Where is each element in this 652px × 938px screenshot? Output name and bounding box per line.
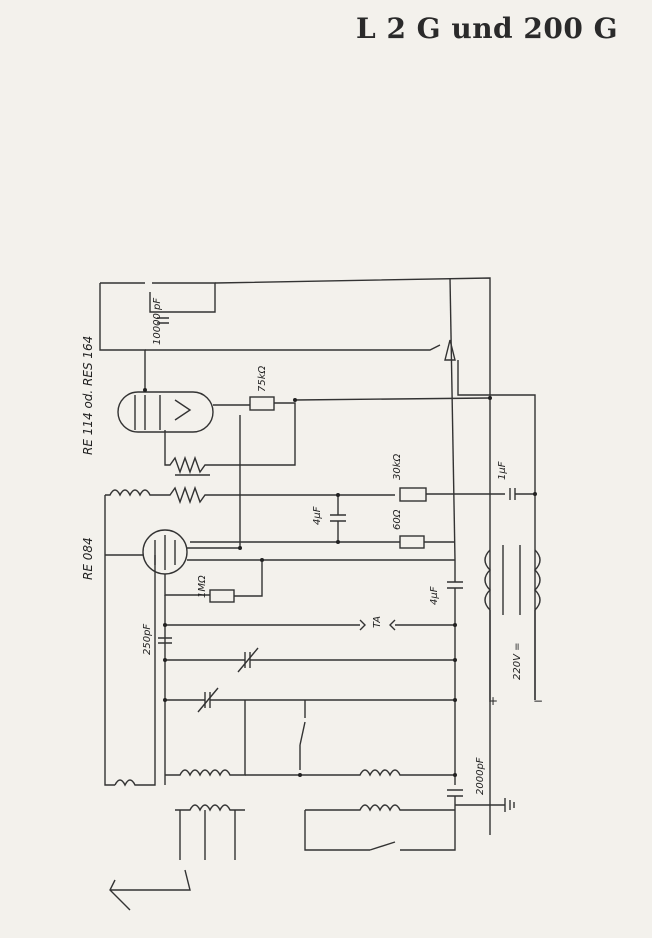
coils-bottom <box>114 555 455 812</box>
capacitor-4uf-mid: 4μF <box>429 560 463 785</box>
label-250pf: 250pF <box>142 624 153 655</box>
label-30k: 30kΩ <box>392 453 403 480</box>
label-tube2: RE 084 <box>81 537 95 580</box>
label-tube1: RE 114 od. RES 164 <box>81 336 95 455</box>
tube-re084: RE 084 <box>81 415 241 580</box>
pickup-terminal-ta: TA <box>359 616 396 631</box>
antenna <box>109 810 236 911</box>
switch-upper <box>299 700 306 770</box>
capacitor-2000pf: 2000pF <box>400 757 515 851</box>
junctions <box>143 388 537 777</box>
label-60: 60Ω <box>392 509 403 530</box>
page-title: L 2 G und 200 G <box>356 12 618 45</box>
switch-lower <box>304 810 396 851</box>
label-ta: TA <box>372 616 383 628</box>
label-2000pf: 2000pF <box>475 757 486 795</box>
capacitor-4uf-top: 4μF <box>312 495 346 542</box>
resistor-75k: 75kΩ <box>210 365 491 466</box>
terminal-plus: + <box>488 694 498 708</box>
resistor-1m: 1MΩ <box>164 559 455 603</box>
terminal-minus: − <box>533 694 543 708</box>
resistor-30k: 30kΩ 1μF <box>392 453 535 502</box>
label-4uf-top: 4μF <box>312 506 323 525</box>
resistor-60: 60Ω <box>190 509 455 549</box>
label-220v: 220V = <box>512 643 523 681</box>
choke-left <box>104 489 165 786</box>
label-1uf: 1μF <box>497 461 508 480</box>
capacitor-250pf: 250pF <box>142 624 455 655</box>
heater-resistors <box>164 430 395 505</box>
tube-res164: RE 114 od. RES 164 <box>81 336 250 455</box>
label-4uf-mid: 4μF <box>429 586 440 605</box>
label-75k: 75kΩ <box>257 365 268 392</box>
label-10000pf: 10000 pF <box>152 298 163 345</box>
mains-transformer: 220V = <box>484 545 541 700</box>
tuning-capacitors <box>165 647 455 713</box>
label-1m: 1MΩ <box>197 575 208 598</box>
capacitor-10000pf: 10000 pF <box>152 298 169 345</box>
